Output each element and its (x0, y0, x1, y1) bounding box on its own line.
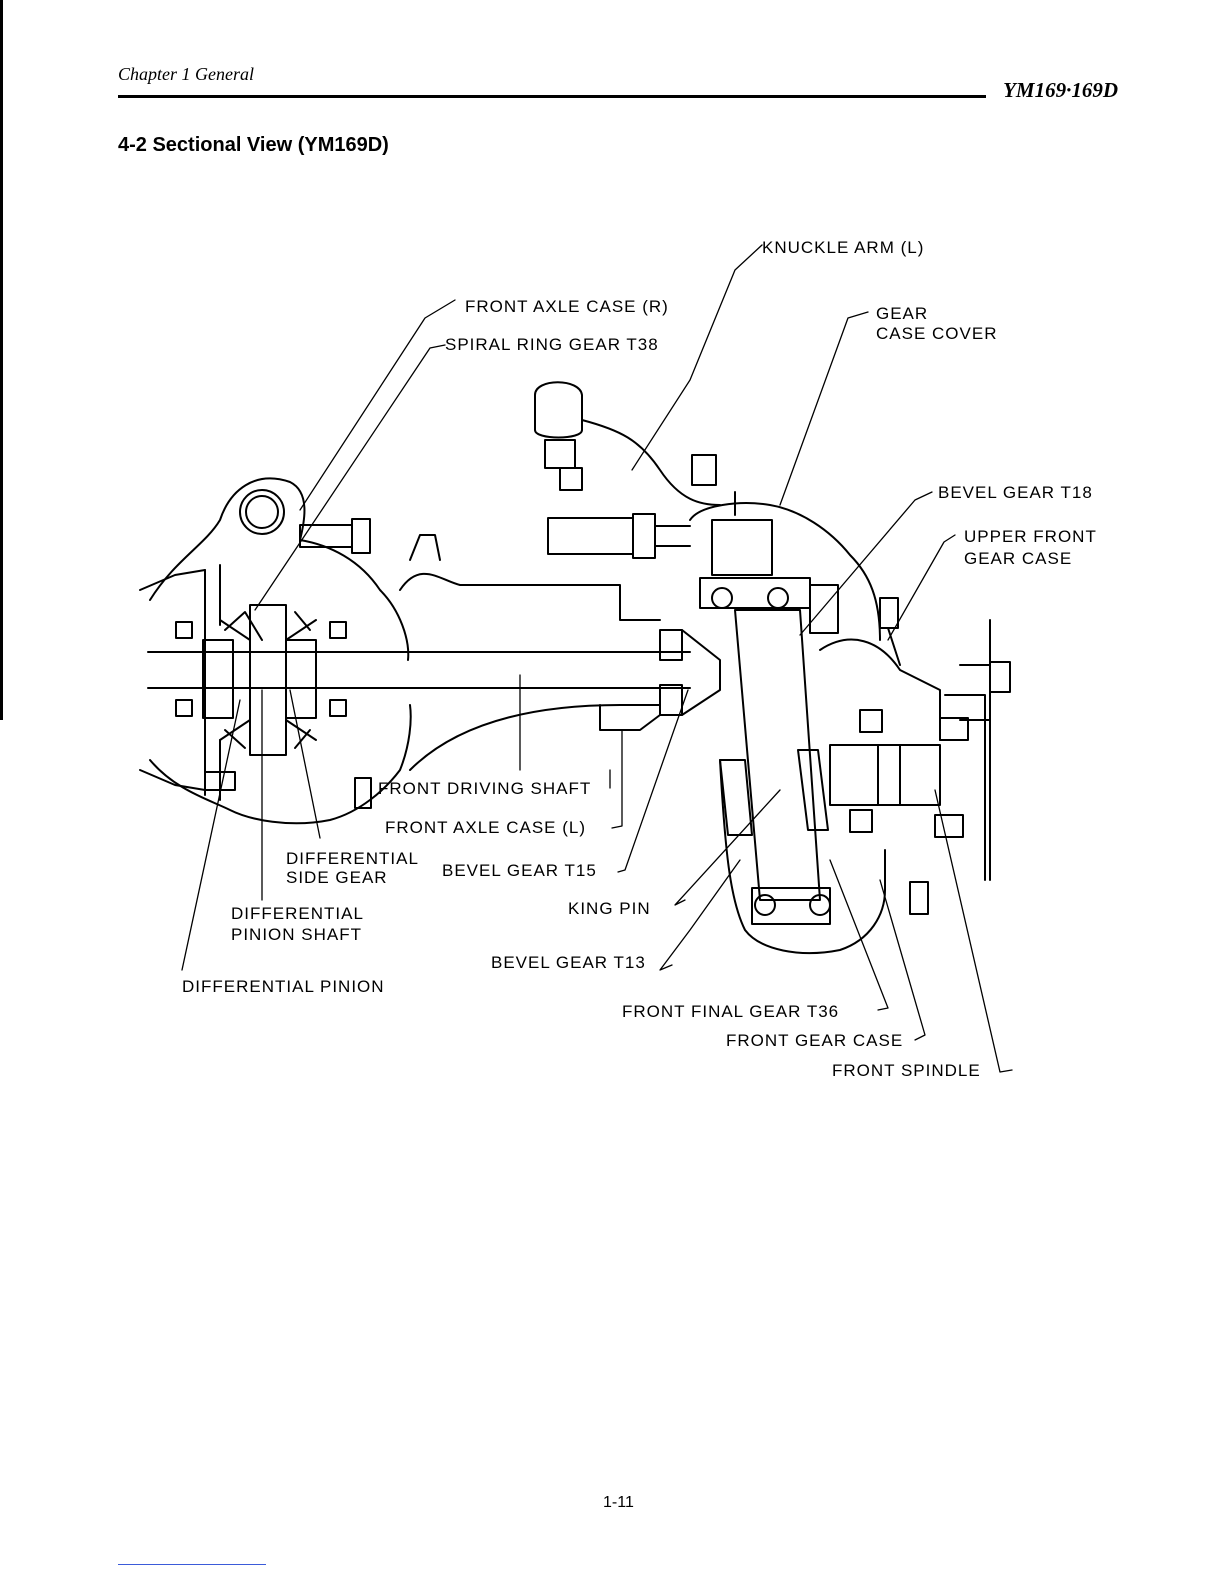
page-edge-rule (0, 0, 3, 720)
footer-rule (118, 1564, 266, 1565)
label-king-pin: KING PIN (568, 899, 651, 918)
label-differential-pinion: DIFFERENTIAL PINION (182, 977, 385, 996)
leader-lines (181, 244, 1013, 1073)
spindle-assembly (819, 619, 1011, 881)
label-bevel-gear-t18: BEVEL GEAR T18 (938, 483, 1093, 502)
label-front-axle-case-r: FRONT AXLE CASE (R) (465, 297, 669, 316)
page-number: 1-11 (603, 1494, 634, 1511)
label-upper-front-gear-case-line1: UPPER FRONT (964, 527, 1097, 546)
differential-housing (139, 477, 412, 825)
label-front-axle-case-l: FRONT AXLE CASE (L) (385, 818, 587, 837)
label-gear-case-cover-line1: GEAR (876, 304, 929, 323)
label-knuckle-arm: KNUCKLE ARM (L) (762, 238, 925, 257)
label-gear-case-cover-line2: CASE COVER (876, 324, 998, 343)
label-diff-pinion-shaft-line1: DIFFERENTIAL (231, 904, 364, 923)
label-diff-side-gear-line2: SIDE GEAR (286, 868, 388, 887)
section-title: 4-2 Sectional View (YM169D) (118, 134, 389, 156)
king-pin-assembly (719, 609, 929, 955)
model-header: YM169·169D (1003, 78, 1118, 102)
label-bevel-gear-t13: BEVEL GEAR T13 (491, 953, 646, 972)
label-front-driving-shaft: FRONT DRIVING SHAFT (378, 779, 592, 798)
label-diff-pinion-shaft-line2: PINION SHAFT (231, 925, 363, 944)
upper-front-gear-case (689, 502, 901, 666)
label-front-final-gear: FRONT FINAL GEAR T36 (622, 1002, 840, 1021)
label-diff-side-gear-line1: DIFFERENTIAL (286, 849, 419, 868)
axle-tube (147, 513, 721, 771)
label-front-spindle: FRONT SPINDLE (832, 1061, 981, 1080)
label-front-gear-case: FRONT GEAR CASE (726, 1031, 904, 1050)
knuckle-arm (534, 381, 736, 516)
label-upper-front-gear-case-line2: GEAR CASE (964, 549, 1073, 568)
label-spiral-ring-gear: SPIRAL RING GEAR T38 (445, 335, 659, 354)
differential-gears (175, 604, 372, 809)
label-bevel-gear-t15: BEVEL GEAR T15 (442, 861, 597, 880)
chapter-header: Chapter 1 General (118, 64, 254, 84)
header-rule (118, 95, 986, 98)
